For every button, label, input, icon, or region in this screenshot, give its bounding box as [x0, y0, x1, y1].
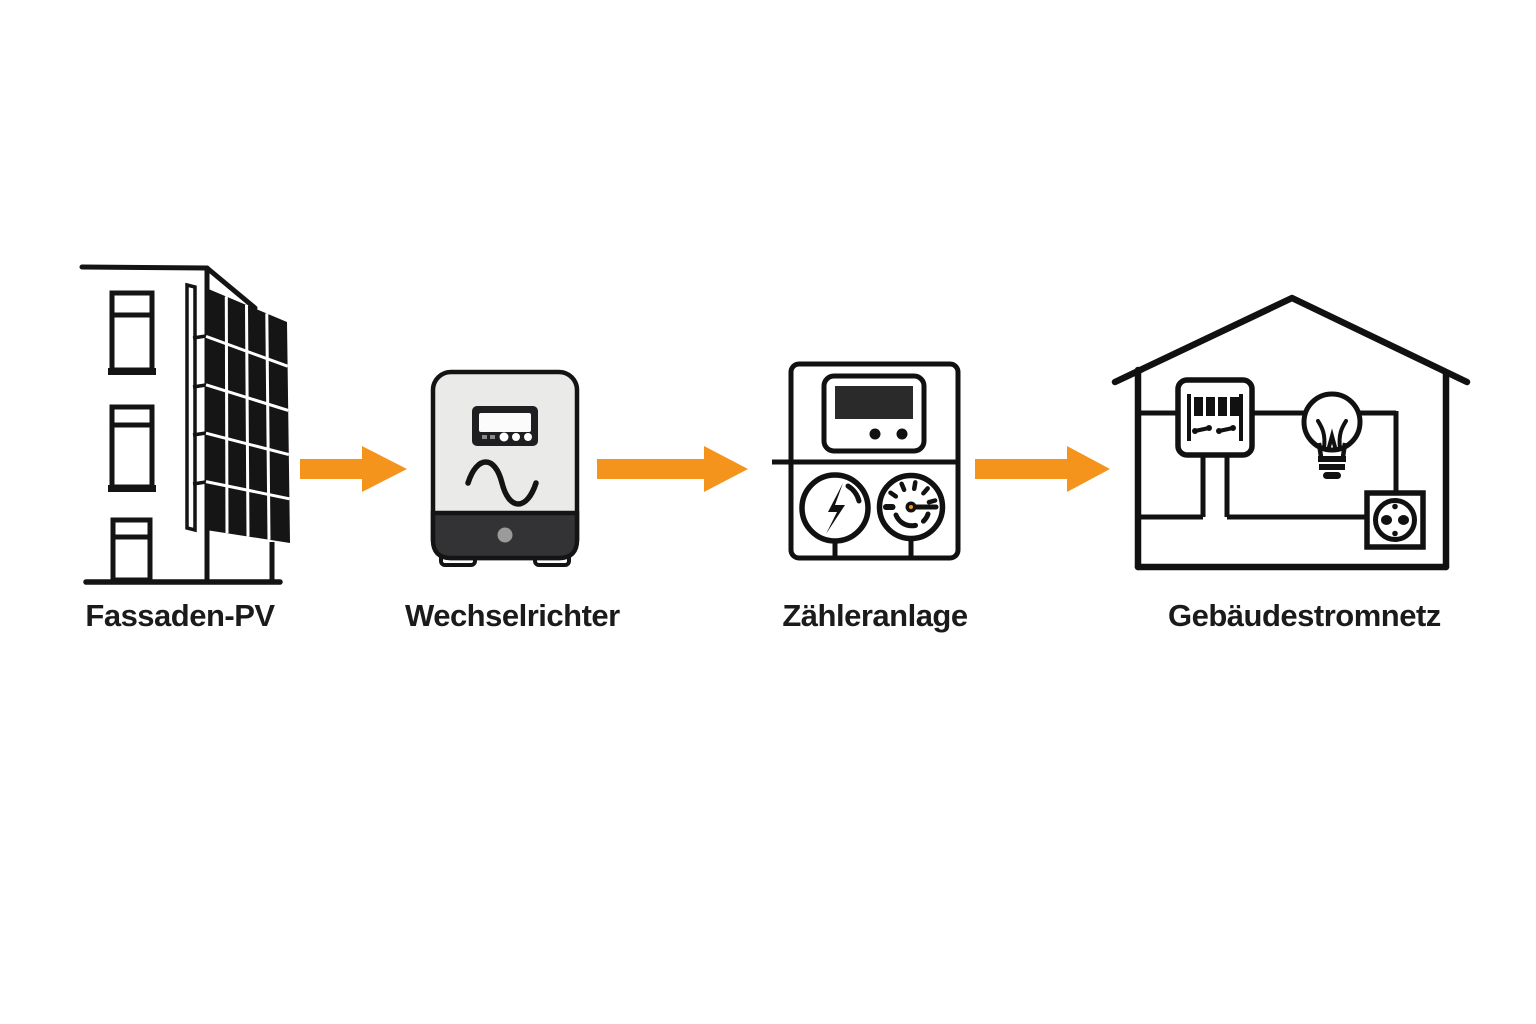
dial-gauge-icon	[876, 472, 946, 542]
flow-arrow-icon	[300, 446, 407, 492]
flow-arrow-icon	[597, 446, 748, 492]
fuse-box-icon	[1175, 377, 1255, 458]
roof	[1111, 294, 1471, 386]
stage-label-gebaeudestromnetz: Gebäudestromnetz	[1168, 598, 1441, 633]
power-socket-icon	[1364, 490, 1426, 550]
stage-label-fassaden-pv: Fassaden-PV	[85, 598, 275, 633]
sine-wave-icon	[465, 459, 539, 507]
light-bulb-icon	[1301, 391, 1363, 479]
flow-arrow-icon	[975, 446, 1110, 492]
inverter-icon	[430, 369, 580, 567]
inverter-indicator-dot	[497, 527, 513, 543]
lightning-bolt-icon	[826, 483, 845, 534]
electric-meter-icon	[772, 361, 961, 561]
house-grid-icon	[1111, 294, 1471, 571]
house-wiring	[1138, 410, 1399, 520]
stage-label-zaehleranlage: Zähleranlage	[782, 598, 968, 633]
stage-label-wechselrichter: Wechselrichter	[405, 598, 620, 633]
power-gauge-icon	[799, 472, 871, 544]
facade-pv-building-icon	[79, 264, 290, 585]
